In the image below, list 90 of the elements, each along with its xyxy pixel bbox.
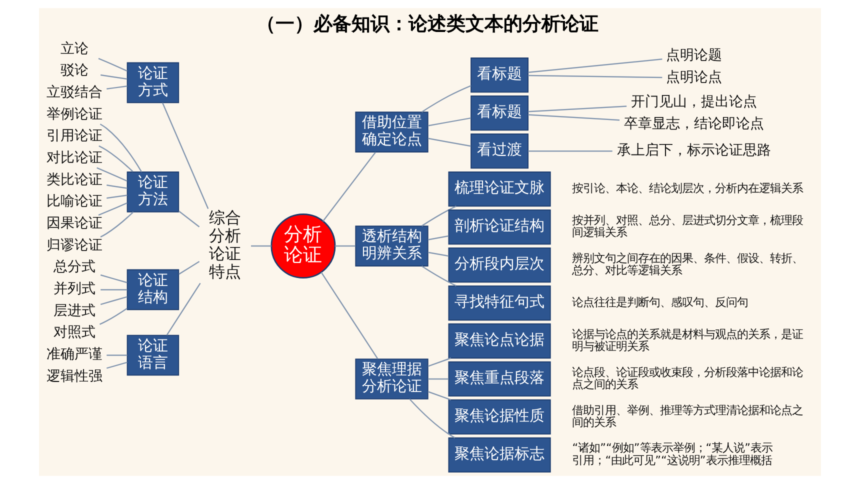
node-text: 准确严谨	[46, 346, 103, 363]
connector	[100, 289, 128, 290]
connector	[322, 152, 376, 222]
node-text: 类比论证	[46, 172, 103, 188]
node-label: 按并列、对照、总分、层进式切分文章，梳理段间逻辑关系	[572, 212, 804, 240]
connector	[428, 252, 449, 257]
node-text: 综合分析论证特点	[209, 208, 242, 281]
node-box: 聚焦理据分析论证	[355, 358, 428, 400]
diagram-title: （一）必备知识：论述类文本的分析论证	[256, 12, 599, 35]
node-box: 论证方式	[126, 62, 180, 104]
node-text: 立驳结合	[46, 84, 103, 100]
connector	[528, 106, 627, 112]
node-box: 论证方法	[126, 172, 180, 212]
connector	[162, 102, 209, 209]
connector	[96, 167, 128, 182]
node-text: 总分式	[54, 259, 96, 276]
node-text: 承上启下，标示论证思路	[617, 142, 772, 158]
connector	[334, 245, 356, 247]
connector	[106, 362, 128, 369]
node-text: 层进式	[54, 302, 96, 319]
connector	[100, 296, 128, 305]
node-box: 论证语言	[126, 334, 180, 376]
connector	[428, 138, 471, 147]
node-text: 归谬论证	[46, 237, 103, 254]
connector	[528, 74, 662, 78]
node-label: 论据与论点的关系就是材料与观点的关系，是证明与被证明关系	[572, 326, 804, 354]
connector	[428, 378, 449, 380]
connector	[100, 74, 128, 80]
connector	[178, 210, 200, 228]
connector	[428, 391, 452, 400]
connector	[421, 85, 472, 112]
connector	[528, 114, 620, 121]
node-text: 举例论证	[46, 106, 103, 122]
node-text: 立论	[60, 40, 89, 57]
node-label: 论点往往是判断句、感叹句、反问句	[572, 294, 748, 309]
connector	[98, 145, 134, 172]
node-box: 剖析论证结构	[448, 209, 551, 245]
connector	[528, 150, 612, 152]
node-box: 寻找特征句式	[448, 285, 551, 321]
connector	[428, 358, 452, 367]
node-box: 看标题	[470, 96, 528, 131]
node-label: 论点段、论证段或收束段，分析段落中论据和论点之间的关系	[572, 364, 804, 392]
connector	[428, 117, 471, 126]
connector	[106, 85, 128, 90]
connector	[100, 274, 128, 284]
connector	[320, 272, 378, 360]
connector	[409, 398, 456, 438]
connector	[421, 206, 456, 226]
connector	[421, 266, 456, 286]
connector	[178, 260, 200, 275]
node-text: 对照式	[54, 324, 96, 341]
node-box: 分析段内层次	[448, 247, 551, 283]
connector	[106, 184, 128, 189]
node-label: “诸如”“例如”等表示举例；“某人说”表示引用；“由此可见”“这说明”表示推理概括	[572, 440, 773, 468]
connector	[428, 235, 449, 240]
node-label: 辨别文句之间存在的因果、条件、假设、转折、总分、对比等逻辑关系	[572, 250, 804, 278]
connector	[98, 202, 128, 216]
node-text: 因果论证	[46, 216, 103, 232]
node-label: 按引论、本论、结论划层次，分析内在逻辑关系	[572, 181, 804, 195]
node-box: 梳理论证文脉	[448, 172, 551, 207]
connector	[251, 245, 272, 247]
node-text: 卒章显志，结论即论点	[624, 116, 764, 132]
node-box: 聚焦论据标志	[448, 437, 551, 473]
connector	[100, 211, 134, 238]
node-label: 借助引用、举例、推理等方式理清论据和论点之间的关系	[572, 402, 804, 430]
connector	[166, 282, 201, 336]
node-text: 点明论点	[666, 69, 722, 86]
node-box: 论证结构	[126, 269, 180, 310]
node-text: 引用论证	[46, 128, 103, 144]
node-box: 看标题	[470, 58, 528, 93]
node-text: 对比论证	[46, 150, 103, 166]
node-box: 聚焦论点论据	[448, 323, 551, 359]
node-circle: 分析论证	[270, 214, 336, 279]
connector	[98, 58, 128, 72]
node-text: 并列式	[54, 281, 96, 298]
node-box: 透析结构明辨关系	[355, 226, 428, 266]
node-text: 驳论	[60, 62, 89, 79]
node-box: 聚焦重点段落	[448, 361, 551, 397]
connector	[99, 308, 128, 325]
node-box: 聚焦论据性质	[448, 399, 551, 435]
connector	[106, 354, 128, 356]
node-text: 点明论题	[666, 47, 722, 64]
node-text: 开门见山，提出论点	[631, 94, 758, 110]
node-text: 比喻论证	[46, 194, 103, 210]
node-text: 逻辑性强	[46, 368, 103, 384]
node-box: 看过渡	[470, 134, 528, 169]
connector	[528, 58, 662, 73]
connector	[100, 124, 142, 172]
connector	[106, 194, 128, 199]
node-box: 借助位置确定论点	[355, 112, 428, 152]
